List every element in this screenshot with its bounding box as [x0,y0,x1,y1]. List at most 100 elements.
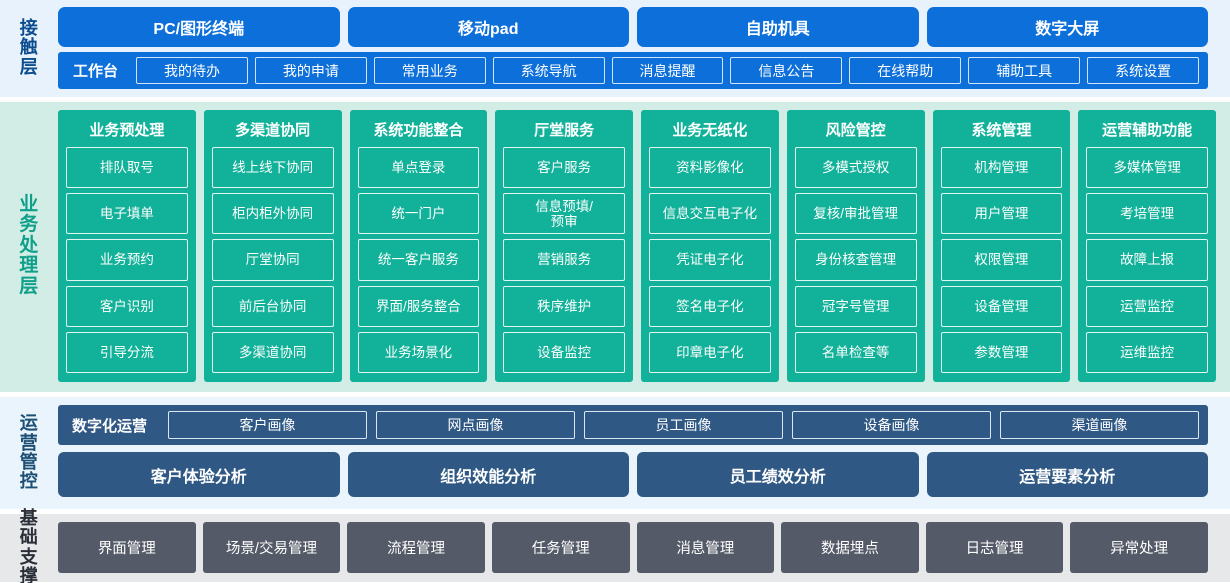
business-item-organization-mgmt[interactable]: 机构管理 [940,147,1063,189]
layer-divider-3 [0,509,1230,514]
workbench-item-info-announcement[interactable]: 信息公告 [730,57,843,85]
business-grid: 业务预处理 排队取号 电子填单 业务预约 客户识别 引导分流 多渠道协同 线上线… [58,110,1216,382]
analysis-organization-efficiency[interactable]: 组织效能分析 [347,452,629,497]
business-item-permission-mgmt[interactable]: 权限管理 [940,239,1063,281]
layer-foundation-label-text: 基础支撑 [19,507,39,583]
business-column-operation-support: 运营辅助功能 多媒体管理 考培管理 故障上报 运营监控 运维监控 [1078,110,1216,382]
business-column-multichannel: 多渠道协同 线上线下协同 柜内柜外协同 厅堂协同 前后台协同 多渠道协同 [203,110,342,382]
portrait-employee[interactable]: 员工画像 [584,411,784,439]
business-item-single-sign-on[interactable]: 单点登录 [357,147,480,189]
business-item-watchlist-check[interactable]: 名单检查等 [794,331,917,374]
layer-divider-2 [0,392,1230,397]
foundation-item-ui-mgmt[interactable]: 界面管理 [58,522,196,573]
business-column-preprocessing: 业务预处理 排队取号 电子填单 业务预约 客户识别 引导分流 [58,110,196,382]
business-column-title: 厅堂服务 [534,122,595,139]
workbench-item-system-settings[interactable]: 系统设置 [1087,57,1200,85]
layer-contact-label-text: 接触层 [19,17,39,77]
foundation-item-data-tracking[interactable]: 数据埋点 [781,522,919,573]
business-item-training-mgmt[interactable]: 考培管理 [1086,193,1208,235]
layer-foundation-body: 界面管理 场景/交易管理 流程管理 任务管理 消息管理 数据埋点 日志管理 异常… [58,522,1230,573]
business-item-signature-electronic[interactable]: 签名电子化 [649,285,771,327]
layer-business-label-text: 业务处理层 [19,193,39,297]
foundation-item-message-mgmt[interactable]: 消息管理 [636,522,775,573]
business-item-queue-ticket[interactable]: 排队取号 [66,147,188,189]
business-item-document-imaging[interactable]: 资料影像化 [649,147,771,189]
workbench-item-system-navigation[interactable]: 系统导航 [492,57,605,85]
business-item-order-maintenance[interactable]: 秩序维护 [503,285,625,327]
layer-contact: 接触层 PC/图形终端 移动pad 自助机具 数字大屏 工作台 我的待办 我的申… [0,0,1230,97]
layer-business-label: 业务处理层 [0,110,58,382]
business-column-title: 风险管控 [825,122,886,139]
business-item-maintenance-monitoring[interactable]: 运维监控 [1086,331,1208,374]
business-item-voucher-electronic[interactable]: 凭证电子化 [649,239,771,281]
portrait-customer[interactable]: 客户画像 [168,411,368,439]
layer-foundation: 基础支撑 界面管理 场景/交易管理 流程管理 任务管理 消息管理 数据埋点 日志… [0,508,1230,583]
channel-chip-mobile-pad[interactable]: 移动pad [347,7,629,48]
business-item-device-mgmt[interactable]: 设备管理 [940,285,1063,327]
portrait-channel[interactable]: 渠道画像 [1000,411,1200,439]
business-column-title: 系统管理 [971,122,1032,139]
business-item-multimedia-mgmt[interactable]: 多媒体管理 [1086,147,1208,189]
business-item-operation-monitoring[interactable]: 运营监控 [1086,285,1208,327]
business-item-counter-inout-collab[interactable]: 柜内柜外协同 [211,193,334,235]
business-item-serial-number-mgmt[interactable]: 冠字号管理 [794,285,917,327]
workbench-item-my-todo[interactable]: 我的待办 [136,57,248,85]
business-item-review-approval-mgmt[interactable]: 复核/审批管理 [794,193,917,235]
business-item-seal-electronic[interactable]: 印章电子化 [649,331,771,374]
business-item-identity-verification-mgmt[interactable]: 身份核查管理 [794,239,917,281]
workbench-item-message-reminder[interactable]: 消息提醒 [611,57,724,85]
channel-row: PC/图形终端 移动pad 自助机具 数字大屏 [58,7,1208,48]
business-item-info-prefill-prereview[interactable]: 信息预填/ 预审 [503,193,625,235]
digital-operations-title: 数字化运营 [72,417,148,435]
business-column-title: 业务无纸化 [672,122,748,139]
layer-contact-label: 接触层 [0,7,58,89]
business-item-guide-diversion[interactable]: 引导分流 [66,331,188,374]
layer-contact-body: PC/图形终端 移动pad 自助机具 数字大屏 工作台 我的待办 我的申请 常用… [58,7,1230,89]
business-item-front-back-collab[interactable]: 前后台协同 [211,285,334,327]
business-item-e-form[interactable]: 电子填单 [66,193,188,235]
foundation-item-log-mgmt[interactable]: 日志管理 [925,522,1064,573]
digital-operations-bar: 数字化运营 客户画像 网点画像 员工画像 设备画像 渠道画像 [58,405,1208,445]
business-item-parameter-mgmt[interactable]: 参数管理 [940,331,1063,374]
business-item-business-scenarios[interactable]: 业务场景化 [357,331,480,374]
business-item-multichannel-collab[interactable]: 多渠道协同 [211,331,334,374]
layer-business: 业务处理层 业务预处理 排队取号 电子填单 业务预约 客户识别 引导分流 多渠道… [0,102,1230,392]
channel-chip-pc[interactable]: PC/图形终端 [58,7,340,48]
layer-divider-1 [0,97,1230,102]
business-item-appointment[interactable]: 业务预约 [66,239,188,281]
business-item-info-exchange-electronic[interactable]: 信息交互电子化 [649,193,771,235]
business-item-multimode-authorization[interactable]: 多模式授权 [794,147,917,189]
channel-chip-digital-screen[interactable]: 数字大屏 [926,7,1208,48]
business-item-unified-portal[interactable]: 统一门户 [357,193,480,235]
layer-business-body: 业务预处理 排队取号 电子填单 业务预约 客户识别 引导分流 多渠道协同 线上线… [58,110,1230,382]
business-item-unified-customer-service[interactable]: 统一客户服务 [357,239,480,281]
channel-chip-self-service[interactable]: 自助机具 [637,7,919,48]
portrait-device[interactable]: 设备画像 [792,411,992,439]
layer-foundation-label: 基础支撑 [0,508,58,583]
analysis-employee-performance[interactable]: 员工绩效分析 [637,452,919,497]
workbench-item-auxiliary-tools[interactable]: 辅助工具 [968,57,1081,85]
layer-operations-body: 数字化运营 客户画像 网点画像 员工画像 设备画像 渠道画像 客户体验分析 组织… [58,405,1230,501]
business-column-title: 系统功能整合 [373,122,464,139]
foundation-item-process-mgmt[interactable]: 流程管理 [347,522,485,573]
business-item-lobby-collab[interactable]: 厅堂协同 [211,239,334,281]
foundation-item-scenario-transaction-mgmt[interactable]: 场景/交易管理 [202,522,341,573]
business-item-online-offline-collab[interactable]: 线上线下协同 [211,147,334,189]
foundation-item-exception-handling[interactable]: 异常处理 [1070,522,1208,573]
business-item-marketing-service[interactable]: 营销服务 [503,239,625,281]
business-item-customer-identification[interactable]: 客户识别 [66,285,188,327]
layer-operations-label-text: 运营管控 [19,413,39,492]
analysis-customer-experience[interactable]: 客户体验分析 [58,452,340,497]
portrait-branch[interactable]: 网点画像 [376,411,576,439]
business-item-user-mgmt[interactable]: 用户管理 [940,193,1063,235]
workbench-item-my-application[interactable]: 我的申请 [254,57,367,85]
workbench-item-common-business[interactable]: 常用业务 [373,57,486,85]
analysis-operation-elements[interactable]: 运营要素分析 [926,452,1208,497]
business-item-fault-reporting[interactable]: 故障上报 [1086,239,1208,281]
business-item-ui-service-integration[interactable]: 界面/服务整合 [357,285,480,327]
business-item-customer-service[interactable]: 客户服务 [503,147,625,189]
foundation-item-task-mgmt[interactable]: 任务管理 [491,522,630,573]
workbench-item-online-help[interactable]: 在线帮助 [849,57,962,85]
business-item-device-monitoring[interactable]: 设备监控 [503,331,625,374]
